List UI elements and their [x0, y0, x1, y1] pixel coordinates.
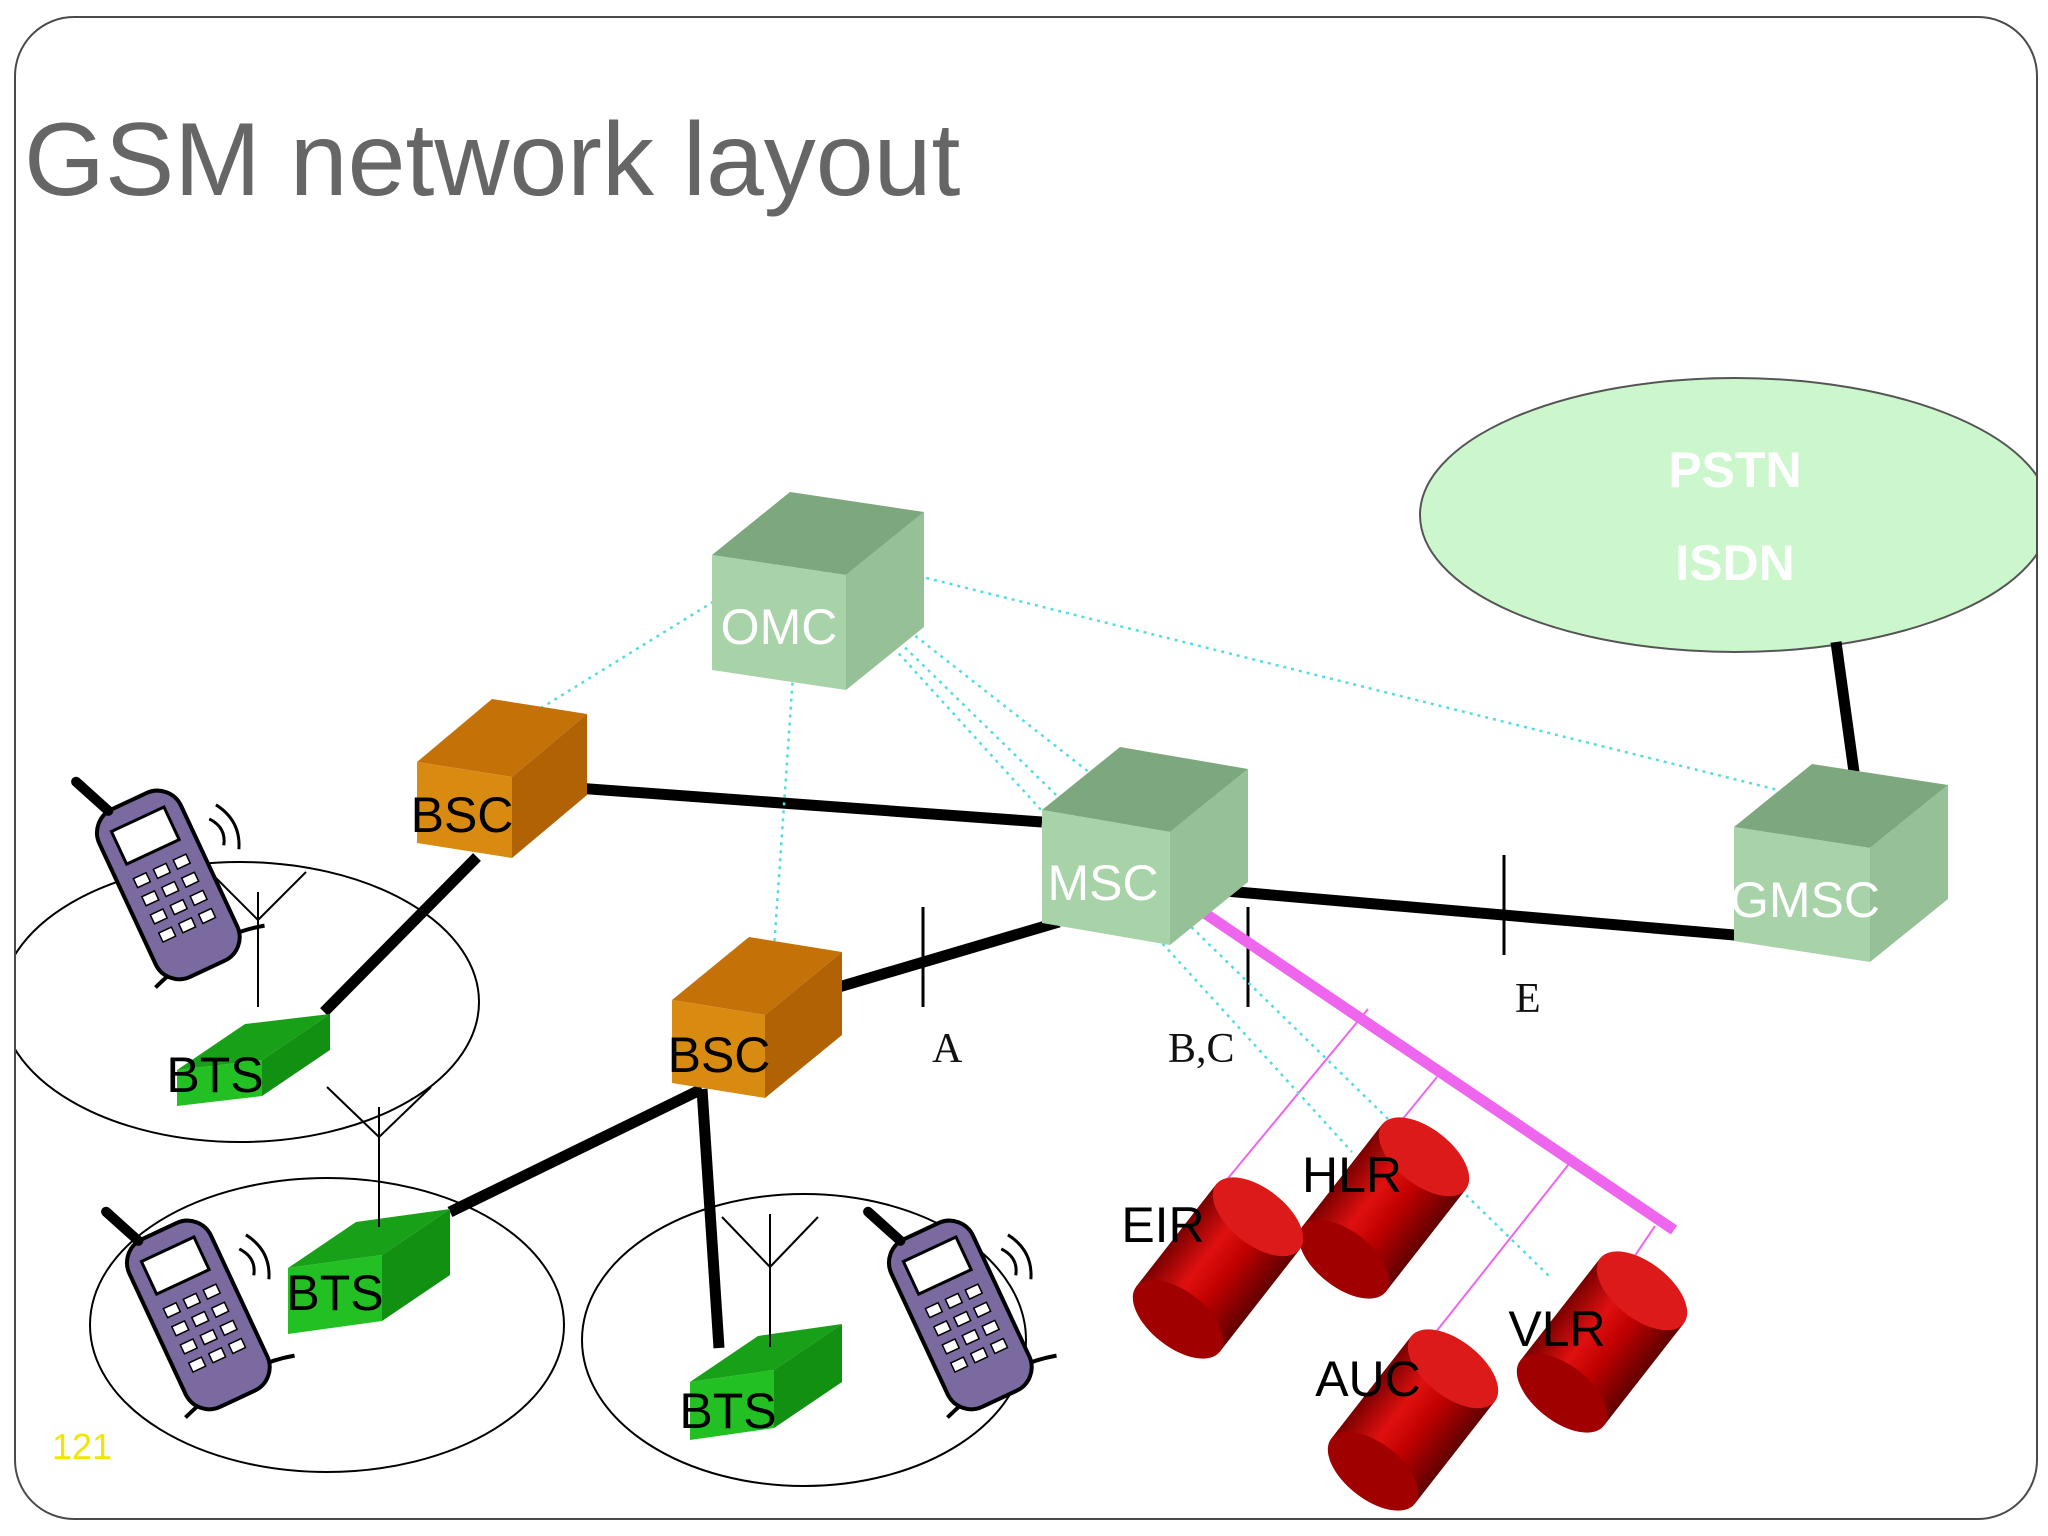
- pstn-isdn-network: PSTN ISDN: [1419, 377, 2036, 653]
- omc-node[interactable]: OMC: [712, 492, 924, 690]
- antenna-icon: [721, 1214, 819, 1347]
- eir-database[interactable]: EIR: [1119, 1162, 1317, 1374]
- eir-label: EIR: [1121, 1197, 1204, 1253]
- bts-node-3[interactable]: BTS: [679, 1214, 842, 1440]
- page-number: 121: [52, 1426, 112, 1467]
- cell-3: [581, 1193, 1027, 1487]
- bsc-label-1: BSC: [411, 787, 514, 843]
- hlr-database[interactable]: HLR: [1285, 1102, 1483, 1314]
- bsc-node-2[interactable]: BSC: [668, 937, 842, 1098]
- msc-label: MSC: [1047, 855, 1158, 911]
- interface-label-e: E: [1515, 976, 1541, 1022]
- hlr-label: HLR: [1302, 1147, 1402, 1203]
- gmsc-label: GMSC: [1730, 872, 1880, 928]
- vlr-label: VLR: [1508, 1301, 1605, 1357]
- interface-label-bc: B,C: [1168, 1026, 1235, 1072]
- antenna-icon: [209, 871, 307, 1007]
- gsm-diagram: GSM network layout PSTN ISDN A B,C E: [16, 102, 2036, 1518]
- auc-database[interactable]: AUC: [1314, 1314, 1512, 1518]
- bts-label-3: BTS: [679, 1383, 776, 1439]
- mobile-phone-icon: [101, 1206, 295, 1419]
- interface-label-a: A: [932, 1026, 963, 1072]
- interface-markers: [921, 855, 1506, 1007]
- mobile-phone-icon: [71, 776, 265, 989]
- page-title: GSM network layout: [24, 102, 960, 218]
- bts-node-1[interactable]: BTS: [166, 871, 330, 1106]
- network-label-pstn: PSTN: [1668, 442, 1801, 498]
- bts-label-2: BTS: [286, 1265, 383, 1321]
- bsc-label-2: BSC: [668, 1027, 771, 1083]
- gmsc-node[interactable]: GMSC: [1730, 764, 1948, 962]
- auc-label: AUC: [1315, 1351, 1421, 1407]
- bts-node-2[interactable]: BTS: [286, 1086, 450, 1334]
- slide-frame: GSM network layout PSTN ISDN A B,C E: [14, 16, 2038, 1520]
- antenna-icon: [326, 1086, 432, 1227]
- vlr-database[interactable]: VLR: [1503, 1236, 1701, 1448]
- msc-node[interactable]: MSC: [1042, 747, 1248, 945]
- bsc-node-1[interactable]: BSC: [411, 699, 587, 858]
- cell-2: [89, 1177, 565, 1473]
- mobile-phone-icon: [863, 1206, 1057, 1419]
- omc-label: OMC: [721, 599, 838, 655]
- cell-1: [16, 861, 480, 1143]
- network-label-isdn: ISDN: [1675, 535, 1794, 591]
- bts-label-1: BTS: [166, 1047, 263, 1103]
